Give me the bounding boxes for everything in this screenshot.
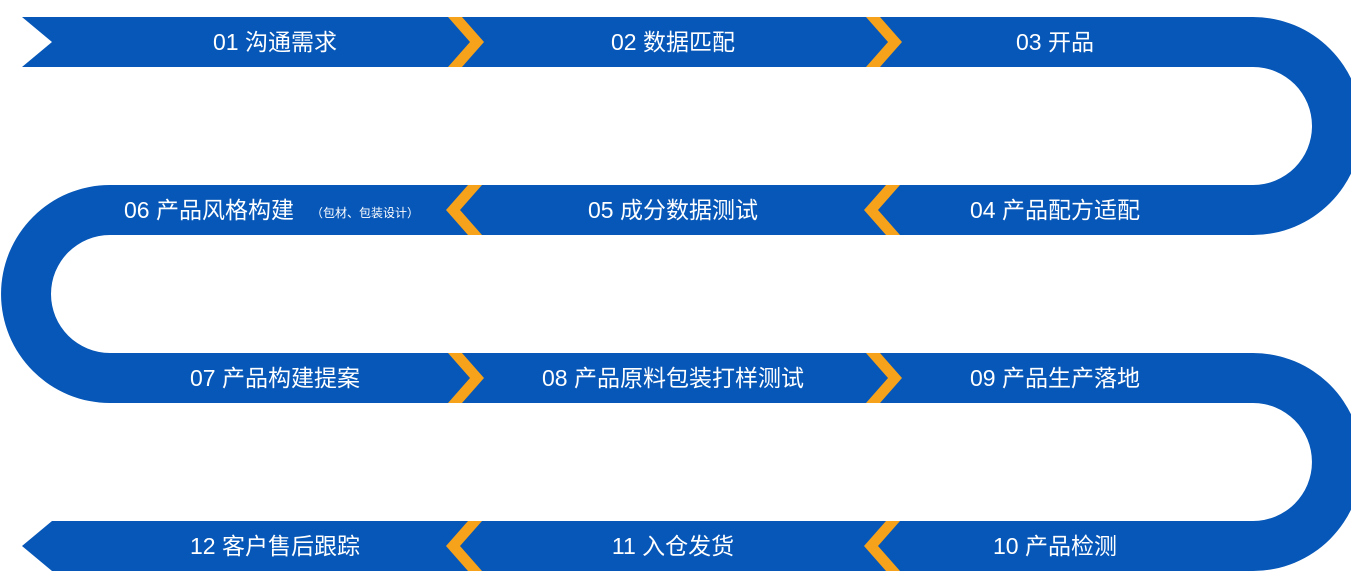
band-turn-right-1 <box>1253 17 1351 235</box>
step-label-12: 12 客户售后跟踪 <box>190 533 360 559</box>
step-label-05: 05 成分数据测试 <box>588 197 758 223</box>
chevron-right-icon <box>448 17 484 67</box>
band-row-2 <box>110 185 1253 235</box>
chevron-right-icon <box>866 17 902 67</box>
chevron-left-icon <box>864 185 900 235</box>
step-label-04: 04 产品配方适配 <box>970 197 1140 223</box>
band-turn-left <box>1 185 111 403</box>
band-row-1 <box>22 17 1253 67</box>
chevron-left-icon <box>864 521 900 571</box>
step-labels: 01 沟通需求 02 数据匹配 03 开品 04 产品配方适配 05 成分数据测… <box>124 29 1140 559</box>
step-label-11: 11 入仓发货 <box>612 533 734 559</box>
step-label-10: 10 产品检测 <box>993 533 1117 559</box>
chevron-separators <box>446 17 902 571</box>
band-turn-right-2 <box>1253 353 1351 571</box>
step-label-03: 03 开品 <box>1016 29 1094 55</box>
step-label-08: 08 产品原料包装打样测试 <box>542 365 804 391</box>
chevron-right-icon <box>448 353 484 403</box>
step-label-06: 06 产品风格构建 <box>124 197 294 223</box>
step-label-09: 09 产品生产落地 <box>970 365 1140 391</box>
band-row-3 <box>110 353 1253 403</box>
step-label-07: 07 产品构建提案 <box>190 365 360 391</box>
step-label-01: 01 沟通需求 <box>213 29 337 55</box>
step-label-02: 02 数据匹配 <box>611 29 735 55</box>
chevron-left-icon <box>446 185 482 235</box>
step-note-06: （包材、包装设计） <box>311 206 419 220</box>
chevron-right-icon <box>866 353 902 403</box>
flow-band <box>1 17 1351 571</box>
chevron-left-icon <box>446 521 482 571</box>
band-row-4 <box>22 521 1253 571</box>
